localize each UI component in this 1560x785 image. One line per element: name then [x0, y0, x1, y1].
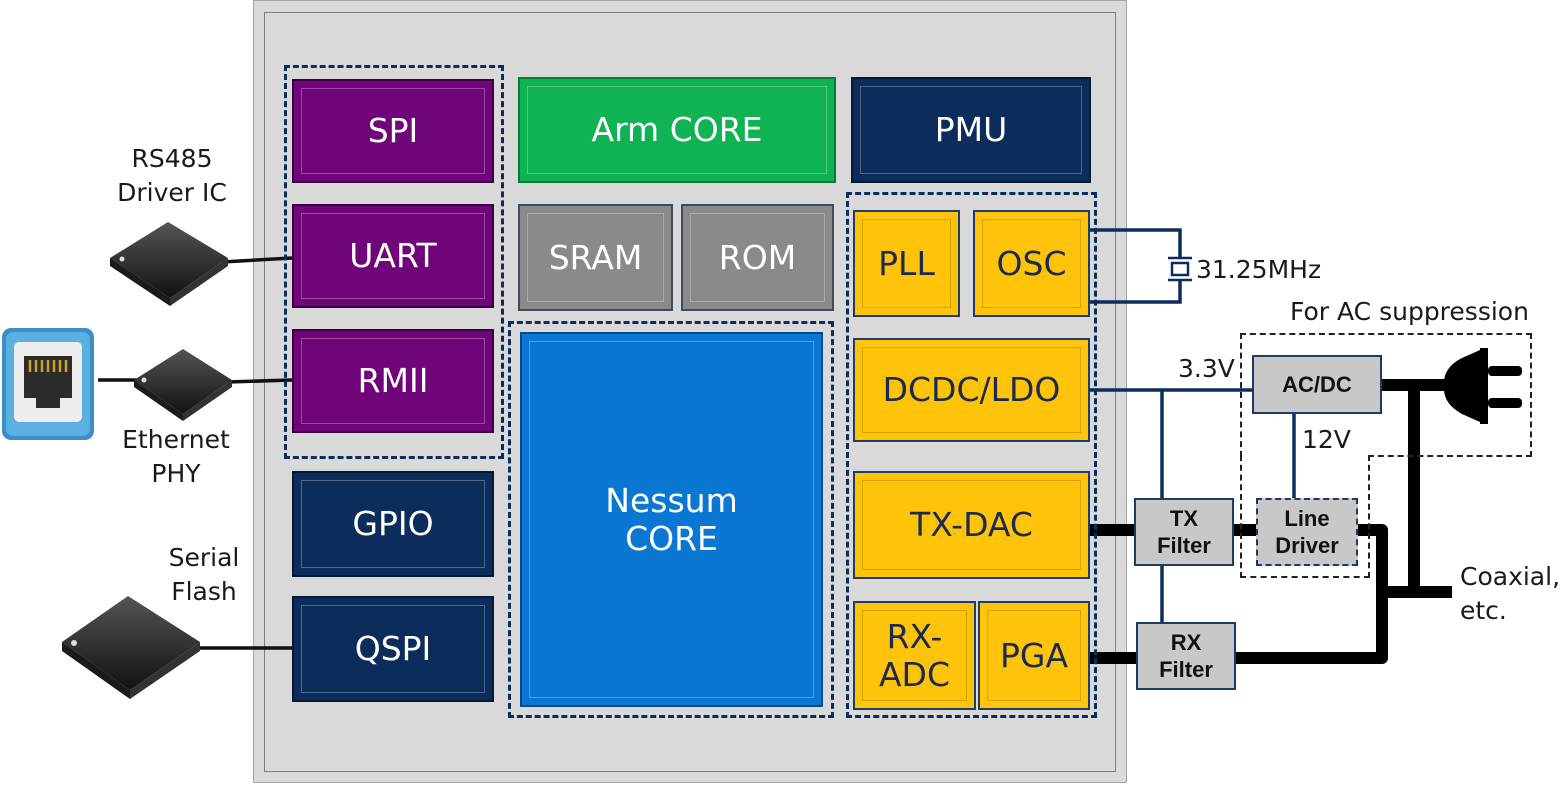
ac-suppression-step [1368, 455, 1532, 457]
external-links [98, 256, 300, 650]
dcdc-ldo-block: DCDC/LDO [853, 338, 1090, 442]
qspi-block: QSPI [292, 596, 494, 702]
interface-group [284, 65, 504, 459]
osc-block: OSC [973, 210, 1090, 317]
gpio-block: GPIO [292, 471, 494, 577]
ethernet-port-icon [2, 328, 94, 440]
rom-block: ROM [681, 204, 834, 311]
crystal-frequency-label: 31.25MHz [1196, 255, 1322, 284]
power-and-clock-wires [1088, 228, 1296, 622]
rx-adc-block: RX- ADC [853, 601, 976, 710]
power-plug-icon [1444, 348, 1522, 424]
uart-block: UART [292, 204, 494, 308]
tx-filter-box: TX Filter [1134, 498, 1234, 566]
ac-suppression-label: For AC suppression [1290, 297, 1529, 326]
pmu-block: PMU [851, 77, 1091, 183]
sram-block: SRAM [518, 204, 673, 311]
chip-icon [62, 596, 200, 699]
ac-suppression-group [1240, 333, 1532, 457]
tx-dac-block: TX-DAC [853, 471, 1090, 579]
nessum-core-block: Nessum CORE [520, 332, 823, 707]
spi-block: SPI [292, 79, 494, 183]
pga-block: PGA [978, 601, 1090, 710]
line-driver-box: Line Driver [1256, 498, 1358, 566]
ac-suppression-group-lower [1240, 455, 1370, 578]
crystal-icon [1168, 256, 1192, 282]
serial-flash-label: Serial Flash [168, 543, 240, 606]
rmii-block: RMII [292, 329, 494, 433]
voltage-12v-label: 12V [1302, 425, 1351, 454]
chip-icon [110, 222, 228, 306]
coaxial-label: Coaxial, etc. [1460, 562, 1560, 625]
ac-dc-box: AC/DC [1252, 355, 1382, 414]
rs485-label: RS485 Driver IC [117, 144, 227, 207]
analog-group [846, 192, 1097, 718]
arm-core-block: Arm CORE [518, 77, 836, 183]
pll-block: PLL [853, 210, 960, 317]
chip-icon [134, 349, 232, 421]
voltage-3v3-label: 3.3V [1178, 354, 1235, 383]
nessum-group [508, 321, 834, 718]
rx-filter-box: RX Filter [1136, 622, 1236, 690]
ethernet-phy-label: Ethernet PHY [122, 425, 230, 488]
